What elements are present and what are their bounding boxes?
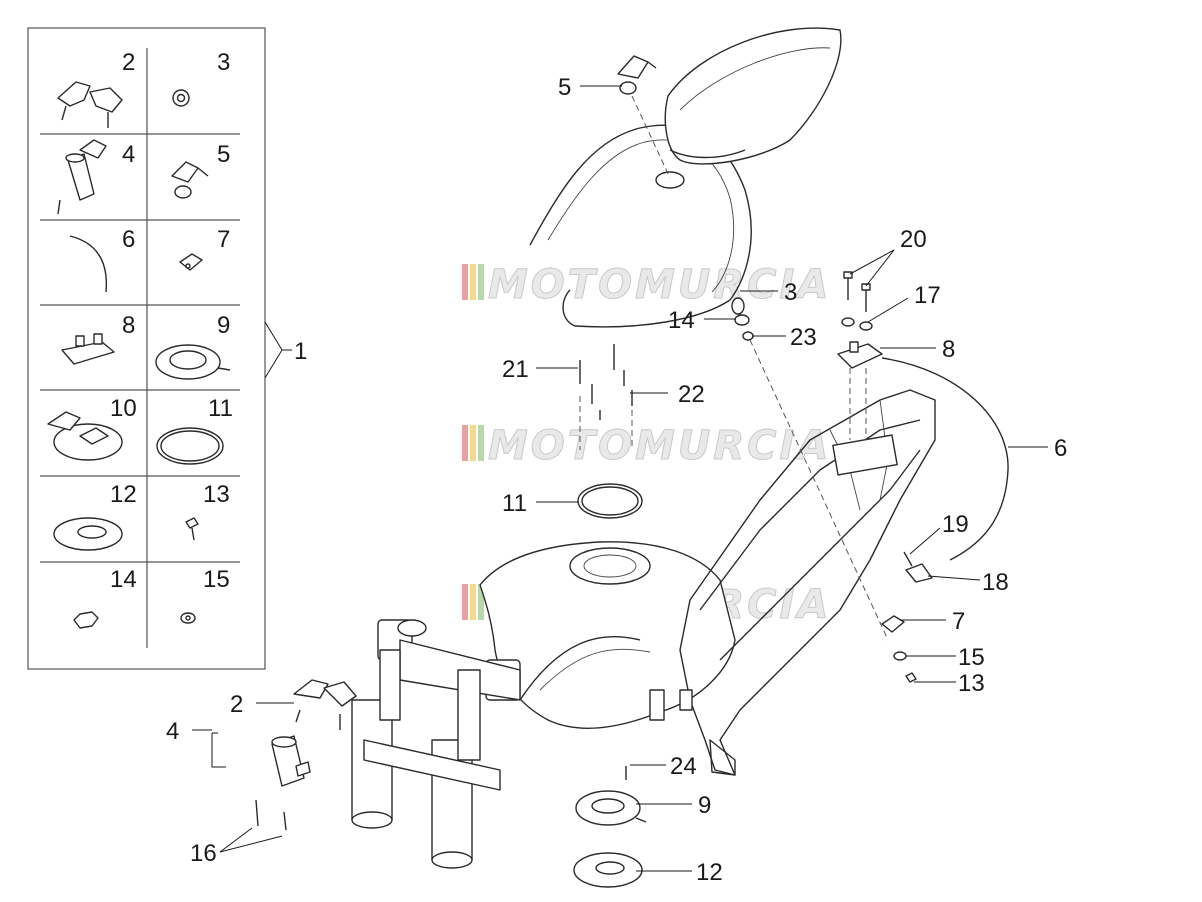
small-nut-icon	[180, 612, 196, 624]
seat-latch-8-part	[837, 341, 883, 369]
callout-4: 4	[166, 718, 179, 745]
callout-6: 6	[1054, 435, 1067, 462]
clip-7-part	[881, 615, 905, 633]
callout-11: 11	[502, 490, 527, 517]
inset-label-10: 10	[110, 395, 137, 422]
inset-label-11: 11	[208, 395, 233, 422]
callout-15: 15	[958, 644, 985, 671]
inset-label-6: 6	[122, 226, 135, 253]
inset-label-8: 8	[122, 312, 135, 339]
inset-group-label: 1	[294, 338, 307, 365]
inset-label-15: 15	[203, 566, 230, 593]
callout-23: 23	[790, 324, 817, 351]
callout-20: 20	[900, 226, 927, 253]
callout-17: 17	[914, 282, 941, 309]
callout-21: 21	[502, 356, 529, 383]
latch-icon	[61, 333, 115, 365]
callout-18: 18	[982, 569, 1009, 596]
inset-label-4: 4	[122, 141, 135, 168]
inset-label-3: 3	[217, 49, 230, 76]
callout-12: 12	[696, 859, 723, 886]
fuel-ring-9-part	[575, 790, 647, 826]
gasket-icon	[156, 427, 224, 465]
inset-label-7: 7	[217, 226, 230, 253]
watermark-text: MOTOMURCIA	[488, 262, 831, 308]
gasket-11-part	[577, 483, 643, 519]
watermark-middle: MOTOMURCIA	[462, 423, 831, 470]
inset-label-14: 14	[110, 566, 137, 593]
nut-23-part	[742, 331, 754, 341]
washer-icon	[172, 89, 190, 107]
ignition-bolts-part	[255, 799, 287, 831]
clip-icon	[179, 253, 203, 271]
inset-label-5: 5	[217, 141, 230, 168]
ignition-lock-icon	[57, 139, 107, 215]
plate-icon	[53, 517, 123, 551]
callout-22: 22	[678, 381, 705, 408]
watermark-text: MOTOMURCIA	[488, 423, 831, 469]
fuel-cap-bolts-part	[579, 344, 633, 420]
callout-3: 3	[784, 279, 797, 306]
fuel-cap-icon	[47, 411, 123, 461]
nut-icon	[73, 611, 99, 629]
watermark-top: MOTOMURCIA	[462, 262, 831, 309]
key-pair-icon	[57, 81, 123, 128]
callout-13: 13	[958, 670, 985, 697]
screw-icon	[185, 517, 199, 541]
cable-icon	[69, 235, 108, 293]
callout-19: 19	[942, 511, 969, 538]
callout-9: 9	[698, 792, 711, 819]
callout-2: 2	[230, 691, 243, 718]
bolts-20-part	[841, 271, 873, 331]
callout-8: 8	[942, 336, 955, 363]
inset-parts-panel: 1 2 3 4 5 6 7 8 9 10 11 12 13 14 15	[27, 27, 307, 670]
washer-3-part	[731, 297, 745, 315]
ignition-lock-part	[271, 735, 311, 787]
ignition-keys-part	[293, 679, 357, 730]
callout-7: 7	[952, 608, 965, 635]
washer-14-part	[734, 314, 750, 326]
fuel-tank	[479, 541, 736, 729]
inset-frame	[27, 27, 266, 670]
front-fork	[351, 619, 521, 869]
fuel-ring-icon	[155, 344, 231, 380]
screw-13-part	[905, 672, 917, 683]
callout-16: 16	[190, 840, 217, 867]
inset-label-9: 9	[217, 312, 230, 339]
seat-lock-part	[617, 55, 657, 95]
plate-12-part	[573, 852, 643, 888]
nut-15-part	[893, 651, 907, 661]
seat-release-cable	[881, 357, 1009, 561]
pin-19-part	[903, 551, 913, 567]
rear-seat	[529, 27, 842, 328]
inset-label-12: 12	[110, 481, 137, 508]
frame-chassis	[649, 389, 936, 776]
seat-lock-icon	[171, 161, 209, 199]
bracket-18-part	[905, 563, 933, 583]
callout-5: 5	[558, 74, 571, 101]
callout-14: 14	[668, 307, 695, 334]
inset-label-2: 2	[122, 49, 135, 76]
inset-label-13: 13	[203, 481, 230, 508]
callout-24: 24	[670, 753, 697, 780]
